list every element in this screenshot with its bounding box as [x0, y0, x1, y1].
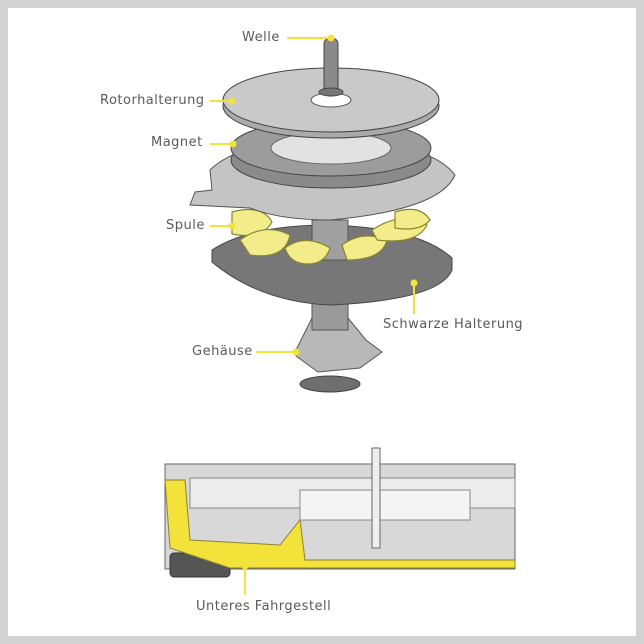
- label-welle: Welle: [242, 30, 280, 45]
- label-spule: Spule: [166, 218, 205, 233]
- gehaeuse-part: [295, 299, 383, 393]
- rotorhalterung-part: [222, 67, 440, 139]
- label-schwarze-halterung: Schwarze Halterung: [383, 317, 524, 332]
- spule-part: [231, 208, 431, 265]
- leader-lines: [210, 34, 418, 595]
- label-gehaeuse: Gehäuse: [192, 344, 253, 359]
- label-unteres-fahrgestell: Unteres Fahrgestell: [196, 599, 332, 614]
- unteres-fahrgestell-part: [164, 447, 516, 578]
- label-magnet: Magnet: [151, 135, 203, 150]
- label-rotorhalterung: Rotorhalterung: [100, 93, 205, 108]
